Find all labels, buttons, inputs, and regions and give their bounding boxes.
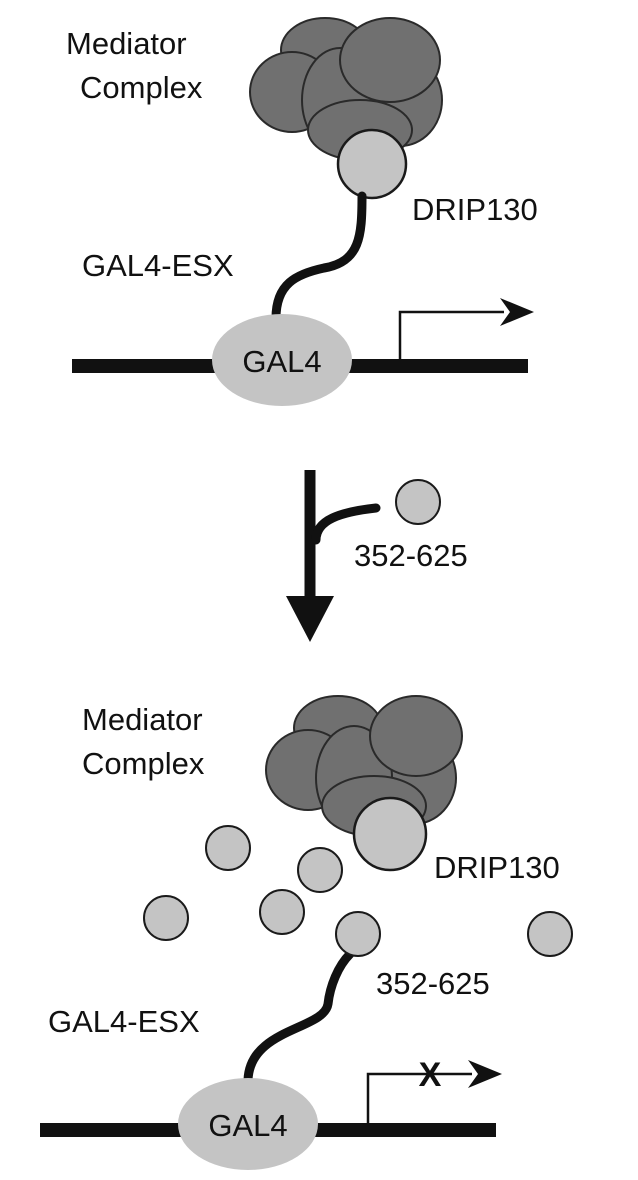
drip130-subunit-top [336, 128, 408, 200]
gal4-esx-tether-top [271, 191, 367, 323]
mediator-subunit [369, 695, 463, 777]
mediator-label-line2-top: Complex [80, 70, 203, 105]
bottom-panel: X GAL4 Mediator Complex DRIP130 352-625 … [40, 695, 573, 1170]
bound-peptide-circle [335, 911, 381, 957]
drip130-label-bottom: DRIP130 [434, 850, 560, 885]
gal4-domain-top [212, 314, 352, 406]
mediator-label-line2-bottom: Complex [82, 746, 205, 781]
gal4-esx-tether-bottom [243, 949, 355, 1085]
drip130-label-top: DRIP130 [412, 192, 538, 227]
drip130-subunit-bottom [352, 796, 428, 872]
gal4-label-top: GAL4 [242, 344, 321, 379]
mediator-label-line1-top: Mediator [66, 26, 187, 61]
process-arrow-head [286, 596, 334, 642]
gal4-label-bottom: GAL4 [208, 1108, 287, 1143]
free-peptide-circle [527, 911, 573, 957]
free-peptide-circle [259, 889, 305, 935]
mediator-label-line1-bottom: Mediator [82, 702, 203, 737]
peptide-352-625-label: 352-625 [354, 538, 468, 573]
top-panel: GAL4 Mediator Complex DRIP130 GAL4-ESX [66, 17, 538, 406]
peptide-branch [311, 503, 381, 545]
gal4-domain-bottom [178, 1078, 318, 1170]
free-peptide-circle [143, 895, 189, 941]
mediator-subunit [339, 17, 441, 103]
free-peptide-circle [205, 825, 251, 871]
gal4-esx-label-bottom: GAL4-ESX [48, 1004, 200, 1039]
gal4-esx-label-top: GAL4-ESX [82, 248, 234, 283]
mediator-complex-top [249, 17, 443, 161]
peptide-352-625-label-bottom: 352-625 [376, 966, 490, 1001]
transcription-arrow-top [398, 298, 534, 359]
transition-step: 352-625 [286, 470, 468, 642]
transcription-arrow-bottom [366, 1060, 502, 1123]
free-peptide-circle [297, 847, 343, 893]
transcription-blocked-mark: X [419, 1056, 442, 1094]
peptide-352-625-circle [395, 479, 441, 525]
